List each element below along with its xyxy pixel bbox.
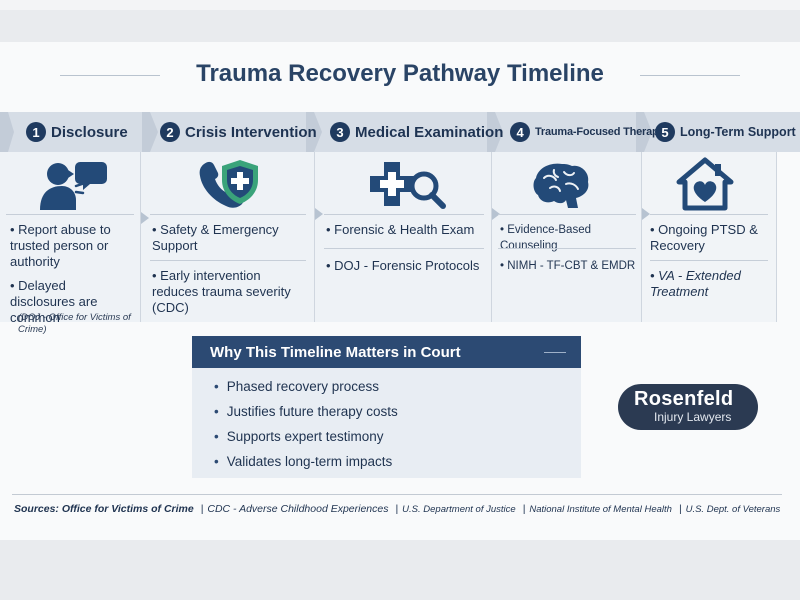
step-2-label: Crisis Intervention	[185, 123, 317, 141]
step-3-number: 3	[330, 122, 350, 142]
step-2: 2 Crisis Intervention	[160, 112, 317, 152]
why-item: Supports expert testimony	[214, 424, 398, 449]
step-5-item-1: • Ongoing PTSD & Recovery	[650, 222, 758, 253]
step-4-item-1: • Evidence-Based Counseling	[500, 224, 591, 252]
connector-arrow-4	[642, 208, 650, 220]
brain-icon	[533, 163, 589, 208]
divider	[324, 214, 484, 215]
step-3-item-2: • DOJ - Forensic Protocols	[326, 258, 480, 273]
step-1: 1 Disclosure	[26, 112, 128, 152]
step-1-item-2: • Delayed disclosures are common	[10, 278, 98, 325]
divider	[150, 260, 306, 261]
why-list: Phased recovery process Justifies future…	[214, 374, 398, 474]
divider	[324, 248, 484, 249]
top-band	[0, 0, 800, 10]
divider	[6, 214, 134, 215]
why-item: Validates long-term impacts	[214, 449, 398, 474]
step-5-label: Long-Term Support	[680, 125, 796, 139]
why-header-rule	[544, 352, 566, 353]
why-panel: Why This Timeline Matters in Court Phase…	[192, 336, 581, 478]
step-2-number: 2	[160, 122, 180, 142]
step-3: 3 Medical Examination	[330, 112, 503, 152]
source-item: U.S. Department of Justice	[402, 504, 516, 515]
step-1-source: (DOJ - Office for Victims of Crime)	[18, 312, 131, 335]
divider	[650, 260, 768, 261]
connector-arrow-3	[492, 208, 500, 220]
why-item: Justifies future therapy costs	[214, 399, 398, 424]
medical-cross-magnifier-icon	[370, 162, 446, 209]
page-title: Trauma Recovery Pathway Timeline	[196, 60, 604, 87]
house-heart-icon	[676, 157, 734, 211]
divider	[498, 214, 636, 215]
phone-shield-icon	[199, 160, 258, 208]
step-4-number: 4	[510, 122, 530, 142]
rosenfeld-logo: Rosenfeld Injury Lawyers	[618, 384, 758, 430]
divider	[150, 214, 306, 215]
step-5-item-2: • VA - Extended Treatment	[650, 268, 741, 299]
source-item: U.S. Dept. of Veterans	[685, 504, 781, 515]
why-title: Why This Timeline Matters in Court	[210, 344, 461, 361]
step-2-item-2: • Early intervention reduces trauma seve…	[152, 268, 291, 315]
connector-arrow-2	[315, 208, 323, 220]
source-item: National Institute of Mental Health	[529, 504, 672, 515]
step-2-item-1: • Safety & Emergency Support	[152, 222, 279, 253]
divider	[650, 214, 768, 215]
step-5: 5 Long-Term Support	[655, 112, 796, 152]
source-item: CDC - Adverse Childhood Experiences	[207, 503, 389, 515]
step-4: 4 Trauma-Focused Therapy	[510, 112, 665, 152]
column-disclosure	[0, 152, 141, 322]
step-5-number: 5	[655, 122, 675, 142]
why-item: Phased recovery process	[214, 374, 398, 399]
step-chevrons	[0, 112, 652, 152]
logo-tagline: Injury Lawyers	[654, 410, 732, 424]
footer-rule	[12, 494, 782, 495]
title-rule-left	[60, 75, 160, 76]
step-columns: • Report abuse to trusted person or auth…	[0, 152, 800, 335]
logo-name: Rosenfeld	[634, 388, 734, 410]
why-header: Why This Timeline Matters in Court	[192, 336, 581, 368]
step-3-item-1: • Forensic & Health Exam	[326, 222, 475, 237]
sources-footer: Sources: Office for Victims of Crime |CD…	[14, 503, 781, 515]
sources-lead: Sources: Office for Victims of Crime	[14, 503, 194, 515]
step-4-item-2: • NIMH - TF-CBT & EMDR	[500, 260, 636, 272]
step-4-label: Trauma-Focused Therapy	[535, 126, 665, 138]
step-1-label: Disclosure	[51, 123, 128, 141]
title-rule-right	[640, 75, 740, 76]
step-1-number: 1	[26, 122, 46, 142]
divider	[498, 248, 636, 249]
connector-arrow-1	[141, 212, 149, 224]
column-support	[642, 152, 777, 322]
person-speaking-icon	[40, 162, 107, 210]
step-1-item-1: • Report abuse to trusted person or auth…	[10, 222, 111, 269]
step-3-label: Medical Examination	[355, 123, 504, 141]
